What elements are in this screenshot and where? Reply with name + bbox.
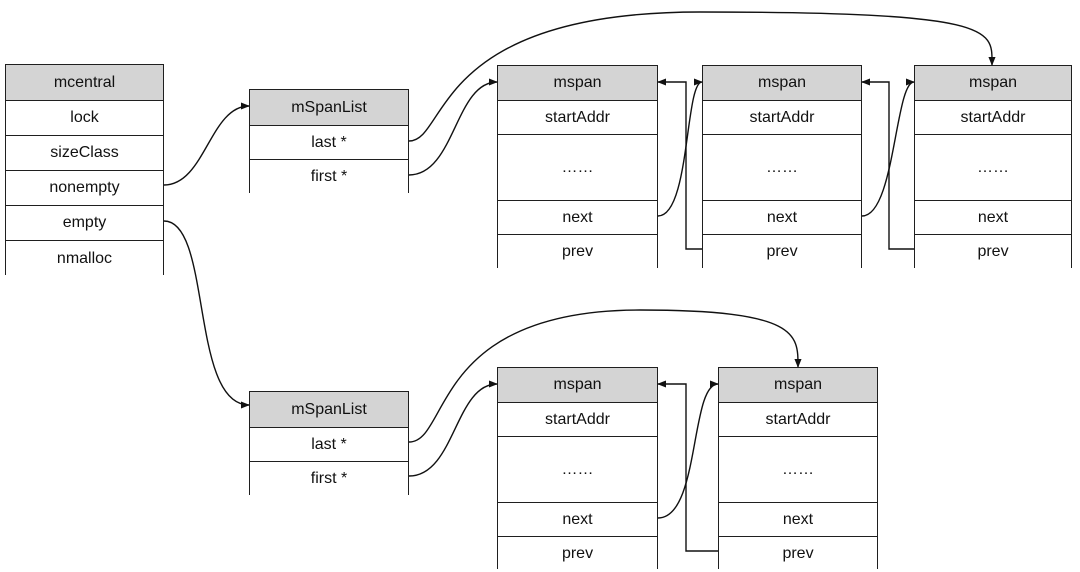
mspan-field-startaddr: startAddr <box>498 402 657 436</box>
mspan-field-ellipsis: …… <box>498 436 657 502</box>
mcentral-field-lock: lock <box>6 100 163 135</box>
mspan-title: mspan <box>915 66 1071 100</box>
mspan-field-prev: prev <box>703 234 861 269</box>
mspan-field-next: next <box>915 200 1071 234</box>
mspan-node-top-2: mspan startAddr …… next prev <box>702 65 862 269</box>
mspan-title: mspan <box>498 66 657 100</box>
mspan-field-next: next <box>498 200 657 234</box>
mspan-field-prev: prev <box>915 234 1071 269</box>
span-list-field-first: first * <box>250 159 408 194</box>
span-list-title: mSpanList <box>250 90 408 125</box>
mcentral-field-empty: empty <box>6 205 163 240</box>
mspan-field-prev: prev <box>498 536 657 570</box>
span-list-field-first: first * <box>250 461 408 496</box>
mspan-field-prev: prev <box>498 234 657 269</box>
mspan-field-startaddr: startAddr <box>703 100 861 134</box>
mspan-field-next: next <box>498 502 657 536</box>
mcentral-field-sizeclass: sizeClass <box>6 135 163 170</box>
mspan-field-ellipsis: …… <box>719 436 877 502</box>
span-list-empty: mSpanList last * first * <box>249 391 409 496</box>
arrow-top-prev-1 <box>657 78 702 250</box>
arrow-top-first-to-head <box>408 78 498 176</box>
arrow-top-next-1 <box>657 78 703 217</box>
mspan-field-next: next <box>703 200 861 234</box>
span-list-field-last: last * <box>250 125 408 159</box>
span-list-title: mSpanList <box>250 392 408 427</box>
mspan-field-ellipsis: …… <box>703 134 861 200</box>
mcentral-field-nmalloc: nmalloc <box>6 240 163 276</box>
arrow-top-next-2 <box>861 78 915 217</box>
mspan-node-top-1: mspan startAddr …… next prev <box>497 65 658 269</box>
arrow-nonempty-to-spanlist <box>163 102 250 186</box>
mspan-title: mspan <box>498 368 657 402</box>
mspan-node-bottom-2: mspan startAddr …… next prev <box>718 367 878 570</box>
span-list-nonempty: mSpanList last * first * <box>249 89 409 194</box>
mspan-field-next: next <box>719 502 877 536</box>
arrow-top-prev-2 <box>861 78 914 250</box>
mspan-field-ellipsis: …… <box>498 134 657 200</box>
mspan-field-prev: prev <box>719 536 877 570</box>
mspan-field-startaddr: startAddr <box>498 100 657 134</box>
mcentral-title: mcentral <box>6 65 163 100</box>
mspan-title: mspan <box>719 368 877 402</box>
mcentral-field-nonempty: nonempty <box>6 170 163 205</box>
arrow-empty-to-spanlist <box>163 220 250 409</box>
mspan-node-top-3: mspan startAddr …… next prev <box>914 65 1072 269</box>
span-list-field-last: last * <box>250 427 408 461</box>
mcentral-struct: mcentral lock sizeClass nonempty empty n… <box>5 64 164 276</box>
arrow-bottom-prev-1 <box>657 380 718 552</box>
arrow-bottom-first-to-head <box>408 380 498 477</box>
mspan-field-startaddr: startAddr <box>719 402 877 436</box>
mspan-field-startaddr: startAddr <box>915 100 1071 134</box>
mspan-field-ellipsis: …… <box>915 134 1071 200</box>
arrow-bottom-next-1 <box>657 380 719 519</box>
mspan-title: mspan <box>703 66 861 100</box>
mspan-node-bottom-1: mspan startAddr …… next prev <box>497 367 658 570</box>
